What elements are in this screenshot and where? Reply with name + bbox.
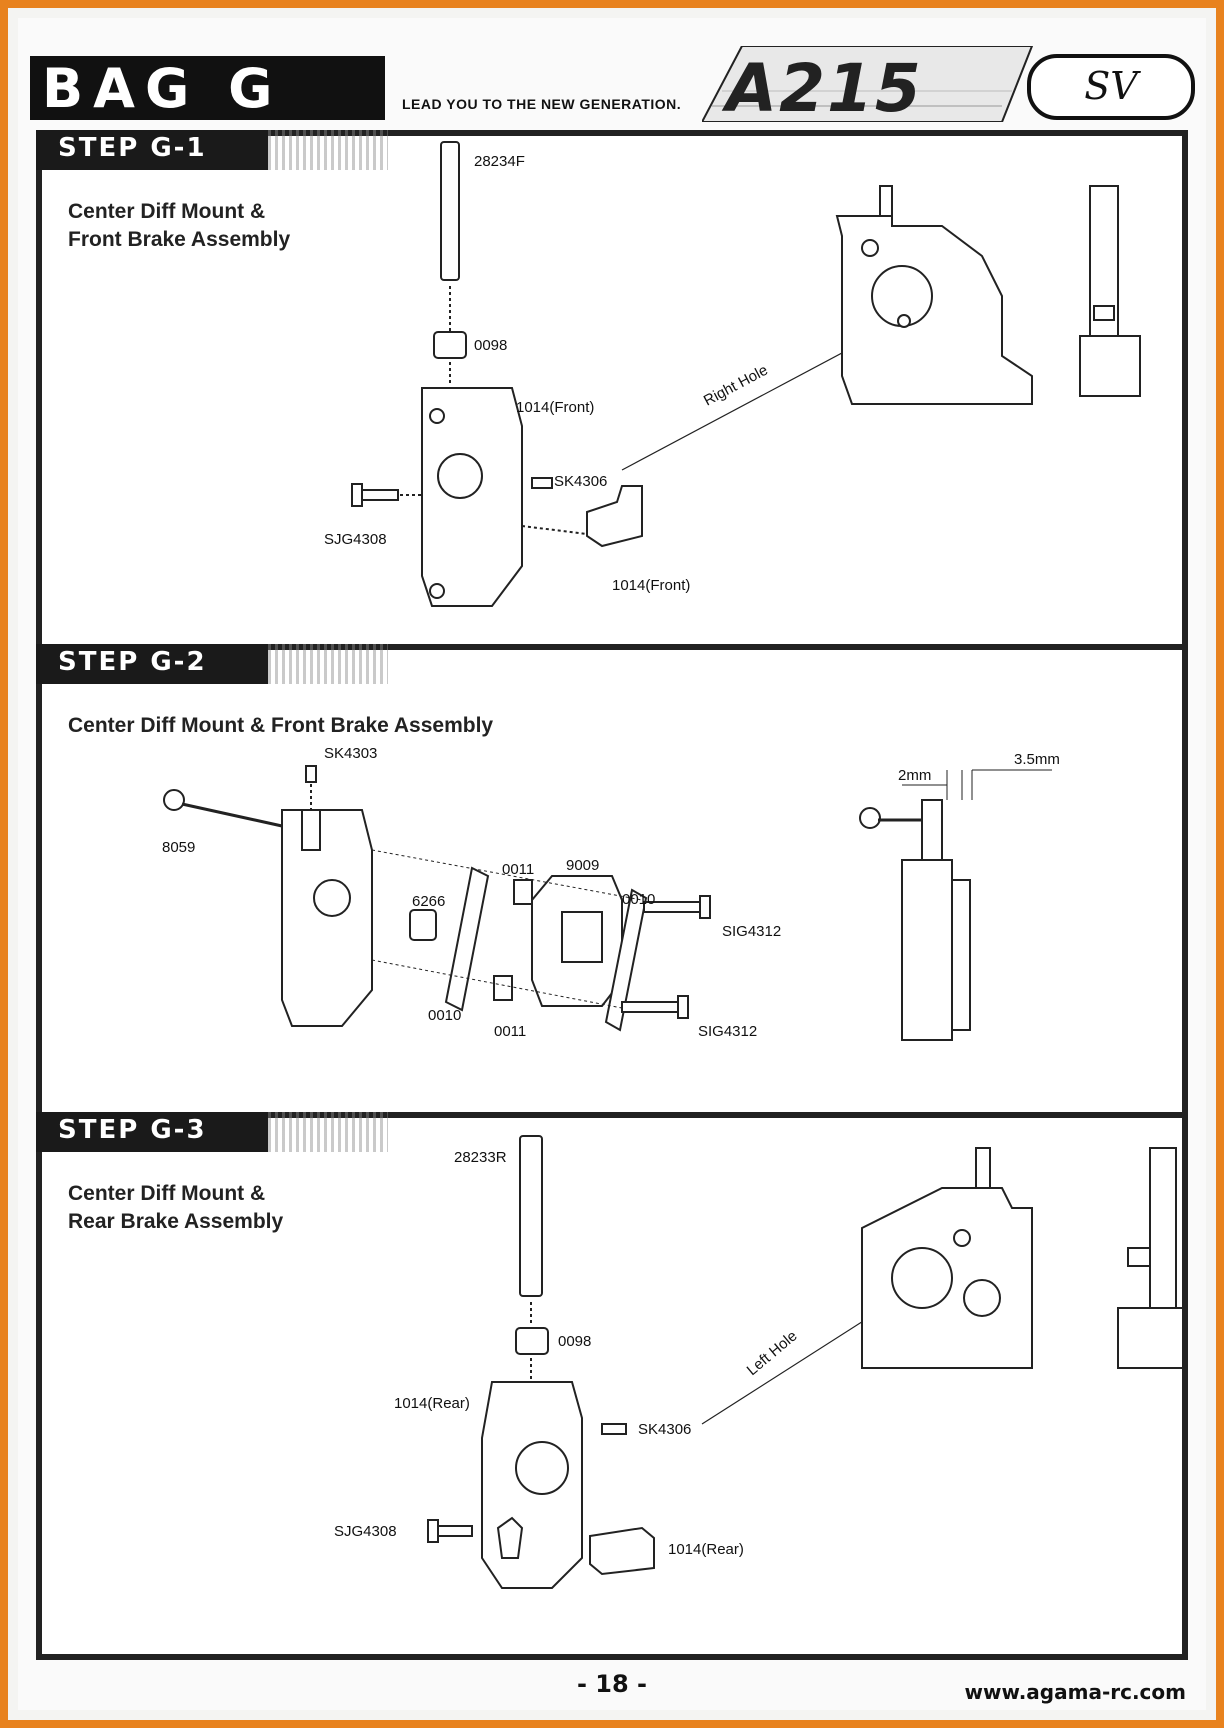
spring-top [513, 879, 533, 905]
step-g1-panel: STEP G-1 Center Diff Mount & Front Brake… [36, 130, 1188, 650]
step-g3-title: Center Diff Mount & Rear Brake Assembly [68, 1182, 284, 1233]
part-label: 0098 [474, 337, 507, 354]
part-label: SK4306 [554, 473, 607, 490]
bushing-6266 [409, 909, 437, 941]
brand-name: A215 [726, 50, 923, 127]
part-label: 0010 [428, 1007, 461, 1024]
part-label: 0010 [622, 891, 655, 908]
step-g3-label: STEP G-3 [58, 1115, 207, 1145]
part-label: 0098 [558, 1333, 591, 1350]
step-g1-title: Center Diff Mount & Front Brake Assembly [68, 200, 291, 251]
step-g2-diagram: SK4303 8059 0011 9009 0010 6266 SIG4312 … [162, 745, 1060, 1041]
bag-title-block: BAG G [30, 56, 385, 120]
brake-pad [586, 485, 643, 548]
hole-annotation: Right Hole [701, 362, 771, 410]
brake-pad [589, 1526, 655, 1576]
profile-view [1149, 1147, 1177, 1309]
setscrew-sk4306 [601, 1423, 627, 1435]
dimension-label: 2mm [898, 767, 931, 784]
brake-plate-right [604, 888, 648, 1032]
step-g2-tab: STEP G-2 [36, 644, 388, 684]
shaft-part [519, 1135, 543, 1297]
screw-sjg4308 [437, 1525, 473, 1537]
pin-8059 [163, 789, 185, 811]
part-label: SJG4308 [334, 1523, 397, 1540]
bushing-part [515, 1327, 549, 1355]
step-g2-title: Center Diff Mount & Front Brake Assembly [68, 714, 494, 737]
brand-stripes [702, 46, 1034, 122]
part-label: SIG4312 [698, 1023, 757, 1040]
part-label: 1014(Rear) [394, 1395, 470, 1412]
sv-badge: SV [1027, 54, 1195, 120]
mount-block [281, 809, 373, 1027]
mount-block [421, 387, 523, 607]
dimension-label: 3.5mm [1014, 751, 1060, 768]
brand-logo: A215 SV [702, 46, 1195, 127]
part-label: 6266 [412, 893, 445, 910]
part-label: 28233R [454, 1149, 507, 1166]
setscrew-sk4303 [305, 765, 317, 783]
side-view-assembly [835, 215, 1033, 405]
step-g1-diagram: 28234F 0098 1014(Front) SK4306 SJG4308 1… [324, 141, 1141, 607]
setscrew-sk4306 [531, 477, 553, 489]
bushing-part [433, 331, 467, 359]
sv-badge-text: SV [1084, 64, 1138, 108]
part-label: SK4303 [324, 745, 377, 762]
step-g3-panel: STEP G-3 Center Diff Mount & Rear Brake … [36, 1112, 1188, 1660]
step-g3-diagram: 28233R 0098 1014(Rear) SK4306 SJG4308 10… [334, 1135, 1182, 1589]
hole-annotation: Left Hole [744, 1327, 801, 1379]
part-label: SJG4308 [324, 531, 387, 548]
part-label: 28234F [474, 153, 525, 170]
part-label: 9009 [566, 857, 599, 874]
step-g2-label: STEP G-2 [58, 647, 207, 677]
slogan: LEAD YOU TO THE NEW GENERATION. [402, 96, 682, 112]
step-g1-label: STEP G-1 [58, 133, 207, 163]
part-label: 8059 [162, 839, 195, 856]
part-label: 0011 [494, 1023, 526, 1040]
header-bar: BAG G LEAD YOU TO THE NEW GENERATION. A2… [30, 46, 1195, 127]
step-g1-tab: STEP G-1 [36, 130, 388, 170]
step-g2-panel: STEP G-2 Center Diff Mount & Front Brake… [36, 644, 1188, 1120]
part-label: SIG4312 [722, 923, 781, 940]
bag-title: BAG G [42, 57, 283, 120]
screw-sjg4308 [361, 489, 399, 501]
page-number: - 18 - [576, 1670, 648, 1698]
screw-sig4312-bottom [621, 1001, 679, 1013]
brake-plate-left [444, 866, 490, 1012]
part-label: SK4306 [638, 1421, 691, 1438]
part-label: 1014(Rear) [668, 1541, 744, 1558]
part-label: 0011 [502, 861, 534, 878]
spring-bottom [493, 975, 513, 1001]
shaft-part [440, 141, 460, 281]
part-label: 1014(Front) [612, 577, 690, 594]
step-g3-tab: STEP G-3 [36, 1112, 388, 1152]
part-label: 1014(Front) [516, 399, 594, 416]
website-url: www.agama-rc.com [964, 1680, 1186, 1704]
side-view-assembly [901, 859, 953, 1041]
